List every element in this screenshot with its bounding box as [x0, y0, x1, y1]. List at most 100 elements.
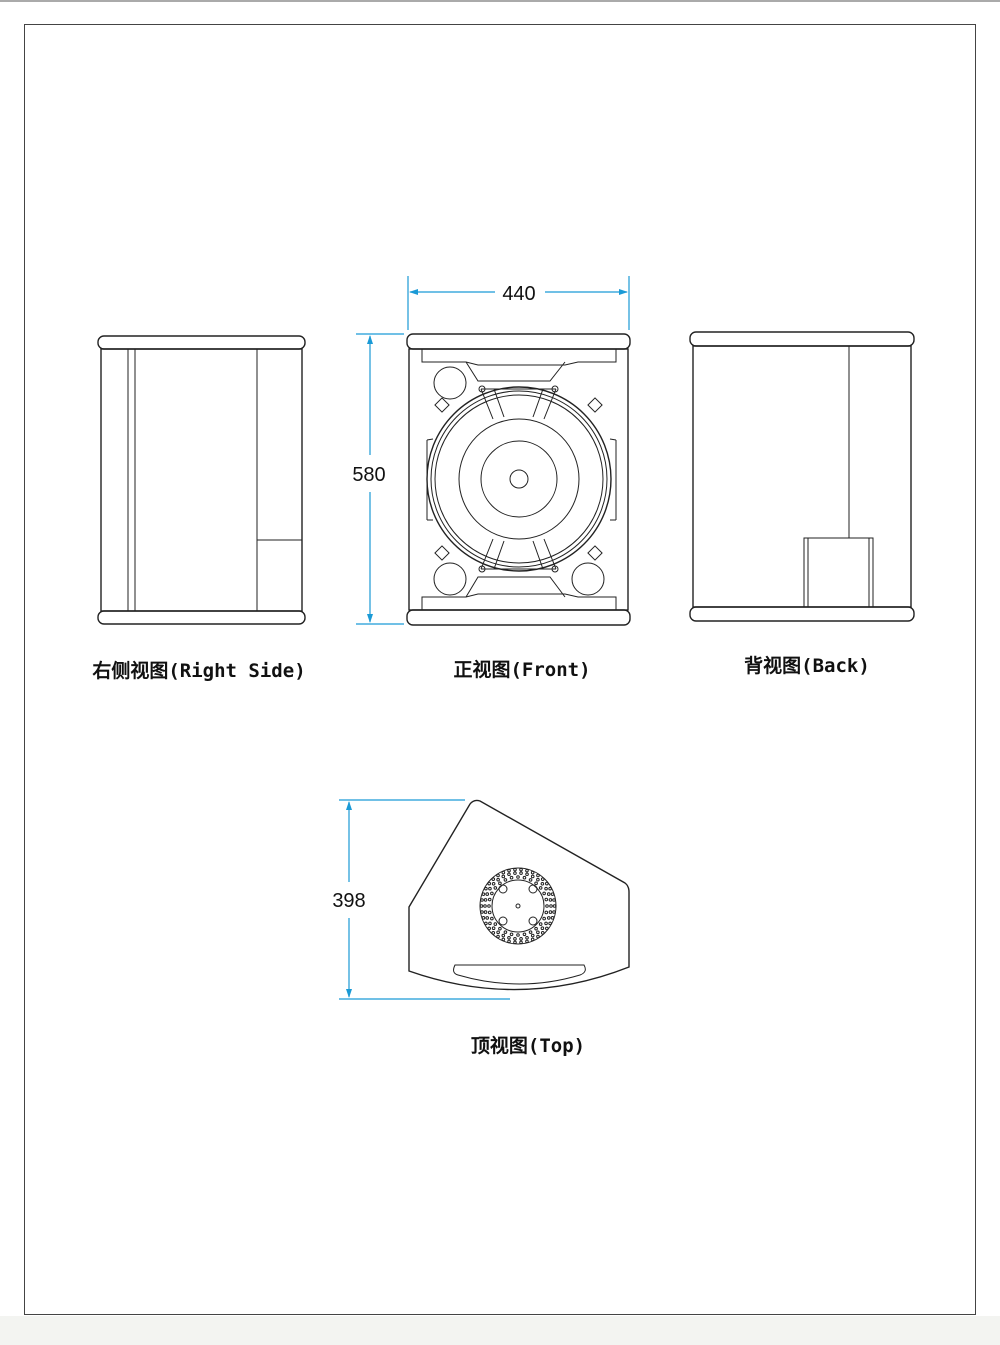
grille-hole: [550, 916, 555, 920]
grille-hole: [509, 875, 514, 880]
grille-hole: [493, 886, 498, 890]
grille-hole: [525, 872, 529, 877]
grille-hole: [501, 874, 506, 879]
grille-hole: [485, 892, 490, 896]
grille-hole: [536, 873, 540, 878]
grille-hole: [538, 922, 543, 926]
grille-hole: [491, 926, 496, 931]
grille-hole: [498, 881, 502, 886]
grille-hole: [546, 892, 551, 896]
grille-hole: [479, 904, 484, 908]
grille-hole: [487, 926, 491, 931]
grille-hole: [545, 904, 549, 908]
grille-hole: [534, 926, 538, 931]
width-label: 440: [502, 283, 535, 305]
right-side-view: [97, 335, 306, 625]
grille-hole: [487, 881, 491, 886]
grille-hole: [496, 877, 500, 882]
grille-hole: [552, 898, 556, 902]
grille-hole: [488, 921, 492, 926]
grille-hole: [513, 867, 517, 872]
grille-hole: [542, 891, 546, 896]
grille-hole: [484, 886, 488, 891]
grille-hole: [493, 922, 498, 926]
grille-hole: [552, 904, 557, 908]
grille-hole: [545, 881, 549, 886]
grille-hole: [548, 886, 552, 891]
grille-hole: [534, 881, 538, 886]
grille-hole: [496, 873, 500, 878]
grille-hole: [491, 931, 496, 935]
grille-hole: [513, 940, 517, 945]
grille-hole: [491, 877, 496, 881]
grille-hole: [519, 867, 523, 872]
grille-hole: [528, 930, 533, 934]
grille-hole: [516, 933, 520, 937]
grille-hole: [522, 932, 527, 937]
grille-hole: [519, 871, 523, 875]
caption-back: 背视图(Back): [744, 654, 870, 677]
grille-hole: [530, 870, 535, 875]
grille-hole: [544, 897, 549, 902]
grille-hole: [480, 898, 484, 902]
grille-hole: [509, 932, 514, 937]
grille-hole: [545, 926, 549, 931]
back-view: [689, 331, 915, 622]
grille-hole: [481, 892, 486, 896]
grille-hole: [540, 877, 545, 881]
grille-hole: [525, 939, 529, 944]
grille-hole: [491, 881, 496, 886]
grille-hole: [483, 898, 488, 902]
grille-hole: [484, 921, 488, 926]
grille-hole: [480, 910, 484, 914]
grille-hole: [507, 872, 511, 877]
grille-hole: [552, 910, 556, 914]
caption-right-side: 右侧视图(Right Side): [91, 659, 305, 682]
grille-hole: [550, 892, 555, 896]
grille-hole: [498, 926, 502, 931]
bottom-band: [0, 1316, 1000, 1345]
grille-hole: [519, 940, 523, 945]
grille-hole: [536, 930, 540, 935]
grille-hole: [501, 933, 506, 938]
grille-hole: [538, 886, 543, 890]
grille-hole: [507, 868, 511, 873]
grille-hole: [546, 916, 551, 920]
grille-hole: [516, 875, 520, 879]
grille-hole: [496, 934, 500, 939]
grille-hole: [548, 898, 553, 902]
grille-hole: [503, 930, 508, 934]
grille-hole: [528, 878, 533, 882]
grille-hole: [507, 935, 511, 940]
grille-hole: [488, 886, 492, 891]
height-label: 580: [352, 464, 385, 486]
caption-top: 顶视图(Top): [471, 1034, 585, 1057]
grille-hole: [487, 897, 492, 902]
grille-hole: [540, 881, 545, 886]
grille-hole: [487, 910, 492, 915]
grille-hole: [501, 870, 506, 875]
drawing-frame: [24, 24, 976, 1315]
dimension-width: 440: [407, 276, 630, 330]
grille-hole: [519, 937, 523, 941]
grille-hole: [483, 904, 487, 908]
grille-hole: [522, 875, 527, 880]
grille-hole: [507, 939, 511, 944]
grille-hole: [503, 878, 508, 882]
depth-label: 398: [332, 890, 365, 912]
grille-hole: [542, 916, 546, 921]
grille-hole: [548, 921, 552, 926]
grille-hole: [513, 871, 517, 875]
grille-hole: [496, 930, 500, 935]
grille-hole: [530, 933, 535, 938]
grille-hole: [485, 916, 490, 920]
grille-hole: [544, 886, 548, 891]
front-view: [406, 333, 631, 626]
grille-hole: [549, 904, 553, 908]
top-view: [408, 799, 630, 991]
grille-hole: [530, 937, 535, 942]
caption-front: 正视图(Front): [453, 658, 590, 681]
dimension-height: 580: [352, 333, 404, 625]
grille-hole: [530, 874, 535, 879]
grille-hole: [544, 910, 549, 915]
